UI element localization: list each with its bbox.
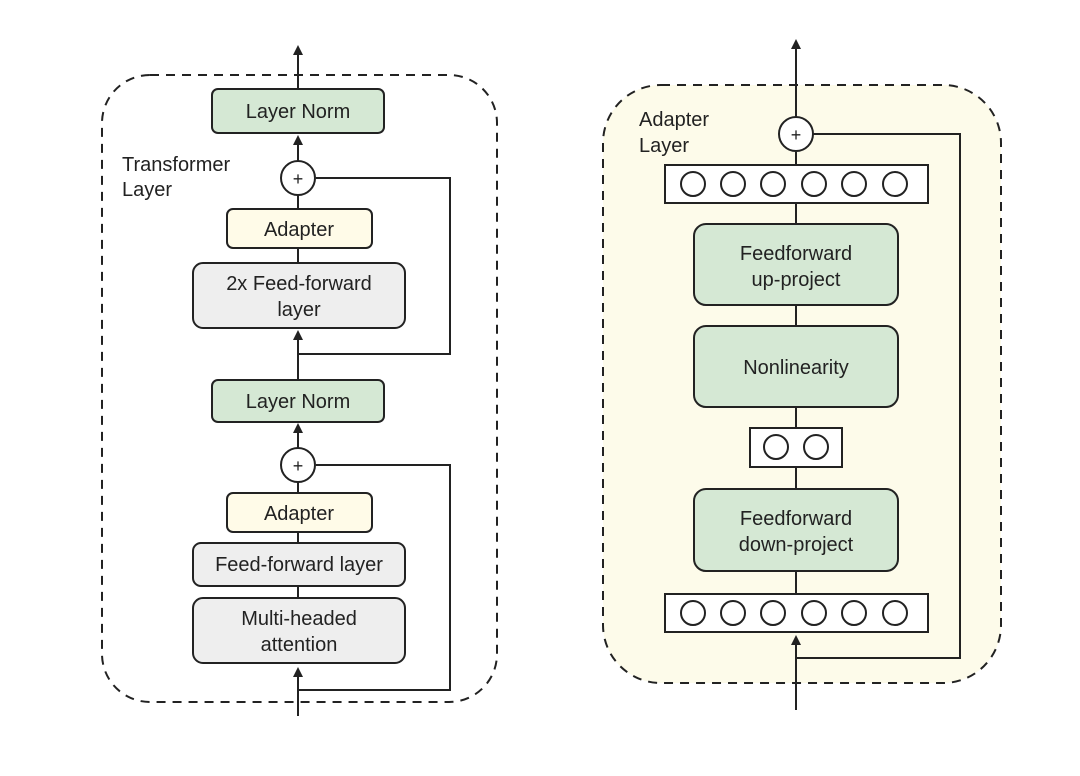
top-unit-4 xyxy=(801,171,827,197)
layer-norm-mid-label: Layer Norm xyxy=(246,391,350,413)
transformer-title-line2: Layer xyxy=(122,179,172,201)
bottom-unit-4 xyxy=(801,600,827,626)
middle-units-layer xyxy=(749,427,843,468)
ff2x-label-line1: 2x Feed-forward xyxy=(226,273,372,295)
add-node-bottom-label: + xyxy=(293,456,304,476)
ff2x-box xyxy=(192,262,406,329)
nonlinearity-label: Nonlinearity xyxy=(743,357,849,379)
transformer-layer-panel: Transformer Layer Layer Norm + Adapter 2… xyxy=(101,45,498,716)
add-node-top xyxy=(280,160,316,196)
adapter-bottom-label: Adapter xyxy=(264,503,334,525)
top-unit-5 xyxy=(841,171,867,197)
adapter-top-label: Adapter xyxy=(264,219,334,241)
adapter-top-box xyxy=(226,208,373,249)
up-project-line2: up-project xyxy=(752,269,841,291)
transformer-title-line1: Transformer xyxy=(122,154,231,176)
adapter-add-node xyxy=(778,116,814,152)
bottom-unit-3 xyxy=(760,600,786,626)
adapter-title-line1: Adapter xyxy=(639,109,709,131)
bottom-units-layer xyxy=(664,593,929,633)
bottom-unit-5 xyxy=(841,600,867,626)
residual-skip-top xyxy=(298,177,451,355)
ff-layer-label: Feed-forward layer xyxy=(215,554,383,576)
down-project-box xyxy=(693,488,899,572)
ff2x-label-line2: layer xyxy=(277,299,321,321)
adapter-skip-connection xyxy=(796,133,961,659)
add-node-bottom xyxy=(280,447,316,483)
ff-layer-box xyxy=(192,542,406,587)
top-units-layer xyxy=(664,164,929,204)
top-unit-6 xyxy=(882,171,908,197)
bottom-unit-1 xyxy=(680,600,706,626)
middle-unit-2 xyxy=(803,434,829,460)
adapter-layer-panel: Adapter Layer + Feedforward up-project xyxy=(602,39,1002,710)
bottom-unit-6 xyxy=(882,600,908,626)
down-project-line1: Feedforward xyxy=(740,508,852,530)
mha-label-line2: attention xyxy=(261,634,338,656)
adapter-title-line2: Layer xyxy=(639,135,689,157)
top-unit-2 xyxy=(720,171,746,197)
up-project-box xyxy=(693,223,899,306)
residual-skip-bottom xyxy=(298,464,451,691)
nonlinearity-box xyxy=(693,325,899,408)
adapter-bottom-box xyxy=(226,492,373,533)
mha-box xyxy=(192,597,406,664)
middle-unit-1 xyxy=(763,434,789,460)
up-project-line1: Feedforward xyxy=(740,243,852,265)
transformer-layer-border xyxy=(101,74,498,703)
layer-norm-mid-box xyxy=(211,379,385,423)
layer-norm-top-label: Layer Norm xyxy=(246,101,350,123)
top-unit-3 xyxy=(760,171,786,197)
down-project-line2: down-project xyxy=(739,534,854,556)
mha-label-line1: Multi-headed xyxy=(241,608,357,630)
top-unit-1 xyxy=(680,171,706,197)
bottom-unit-2 xyxy=(720,600,746,626)
adapter-add-node-label: + xyxy=(791,125,802,145)
layer-norm-top-box xyxy=(211,88,385,134)
add-node-top-label: + xyxy=(293,169,304,189)
